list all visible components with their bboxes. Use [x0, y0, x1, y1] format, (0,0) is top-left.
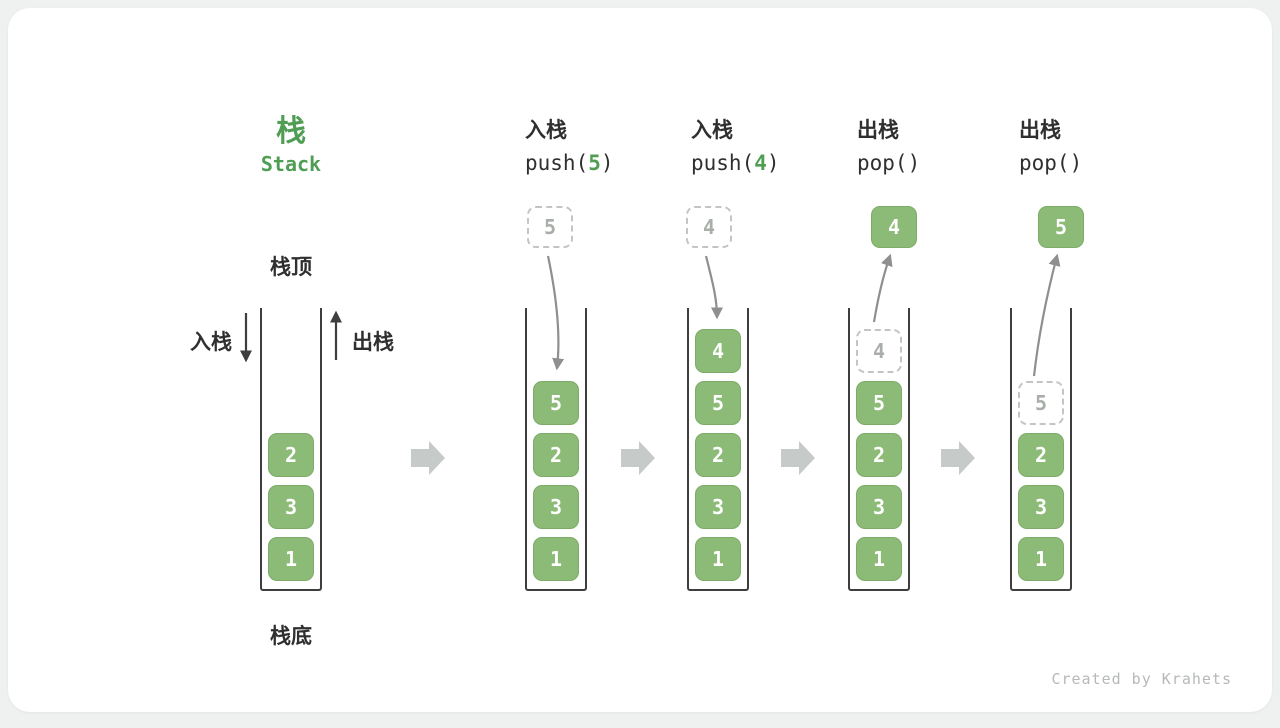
header-fn-push5: push(5): [525, 151, 614, 175]
stack-cell: 1: [695, 537, 741, 581]
stack-cell: 3: [533, 485, 579, 529]
stack-cell: 4: [695, 329, 741, 373]
stack-bottom-label: 栈底: [270, 625, 312, 648]
fn-arg: 5: [588, 151, 601, 175]
fn-close: ): [1069, 151, 1083, 175]
stack-cell: 1: [856, 537, 902, 581]
stack-cell: 2: [1018, 433, 1064, 477]
credit-text: Created by Krahets: [1051, 670, 1232, 688]
title-zh: 栈: [276, 115, 306, 148]
fn-arg: 4: [754, 151, 767, 175]
header-op-pop4: 出栈: [857, 119, 899, 142]
fn-open: pop(: [1019, 151, 1070, 175]
arrows-overlay: [239, 253, 1061, 475]
stack-cell: 5: [695, 381, 741, 425]
stack-cell: 5: [856, 381, 902, 425]
fn-open: push(: [691, 151, 755, 175]
fn-open: pop(: [857, 151, 908, 175]
title-en: Stack: [260, 152, 322, 176]
step-arrow-icon: [781, 441, 815, 475]
stack-cell: 2: [533, 433, 579, 477]
popped-value-box: 5: [1038, 206, 1084, 248]
stack-cell: 2: [695, 433, 741, 477]
stack-cell: 1: [268, 537, 314, 581]
step-arrow-icon: [941, 441, 975, 475]
header-op-push4: 入栈: [691, 119, 733, 142]
stack-top-label: 栈顶: [270, 256, 312, 279]
header-fn-pop4: pop(): [857, 151, 920, 175]
stack-cell: 3: [268, 485, 314, 529]
popped-value-box: 4: [871, 206, 917, 248]
stack-cell: 3: [856, 485, 902, 529]
push-side-label: 入栈: [190, 331, 232, 354]
stack-cell: 3: [1018, 485, 1064, 529]
header-fn-pop5: pop(): [1019, 151, 1082, 175]
stack-cell: 2: [268, 433, 314, 477]
stack-cell: 1: [1018, 537, 1064, 581]
header-op-pop5: 出栈: [1019, 119, 1061, 142]
fn-open: push(: [525, 151, 589, 175]
fn-close: ): [600, 151, 614, 175]
stack-cell: 2: [856, 433, 902, 477]
header-op-push5: 入栈: [525, 119, 567, 142]
figure-card: 栈 Stack 栈顶 栈底 入栈 出栈 入栈 push(5) 入栈 push(4…: [8, 8, 1272, 712]
stack-cell: 3: [695, 485, 741, 529]
fn-close: ): [766, 151, 780, 175]
step-arrow-icon: [411, 441, 445, 475]
stack-cell: 1: [533, 537, 579, 581]
header-fn-push4: push(4): [691, 151, 780, 175]
stack-cell-ghost: 5: [1018, 381, 1064, 425]
stack-cell: 5: [533, 381, 579, 425]
pop-side-label: 出栈: [352, 331, 394, 354]
floating-value-box: 5: [527, 206, 573, 248]
stack-cell-ghost: 4: [856, 329, 902, 373]
floating-value-box: 4: [686, 206, 732, 248]
step-arrow-icon: [621, 441, 655, 475]
fn-close: ): [907, 151, 921, 175]
